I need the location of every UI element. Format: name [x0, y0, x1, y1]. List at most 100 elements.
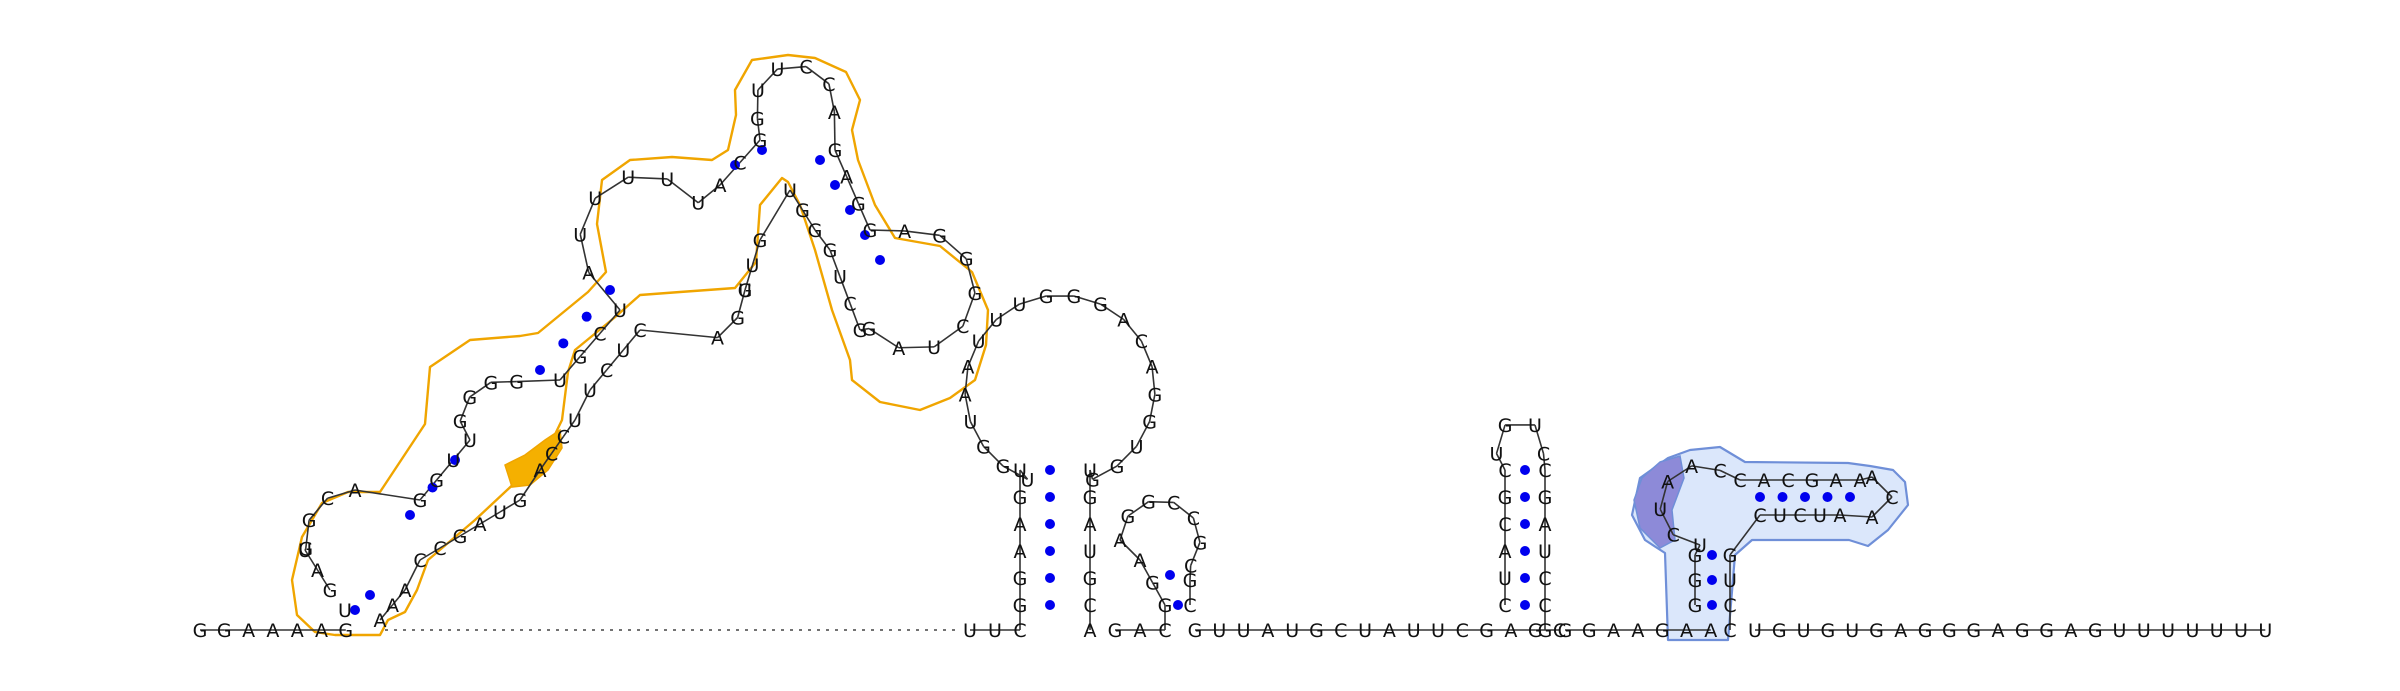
five-prime-tail-nucleotide: A: [315, 620, 328, 642]
hairpin-1-backbone-link: [1019, 295, 1047, 305]
hairpin-1-pair-dot: [1045, 600, 1055, 610]
hairpin-1-nucleotide: G: [1083, 487, 1098, 509]
hairpin-1-pair-dot: [1045, 573, 1055, 583]
orange-domain-backbone-link: [697, 184, 721, 204]
orange-domain-nucleotide: G: [453, 526, 468, 548]
orange-domain-backbone-link: [628, 176, 668, 180]
spacer-nucleotide: G: [1558, 620, 1573, 642]
hairpin-1-nucleotide: U: [1021, 469, 1035, 491]
orange-domain-backbone-link: [519, 469, 541, 501]
linker-nucleotide: U: [1285, 620, 1299, 642]
blue-domain-backbone-link: [1672, 533, 1701, 546]
spacer-nucleotide: A: [1631, 620, 1644, 642]
hairpin-1-backbone-link: [1151, 366, 1156, 395]
orange-helix-pair-dot: [405, 510, 415, 520]
orange-domain-backbone-link: [814, 229, 831, 251]
orange-domain-nucleotide: U: [493, 502, 507, 524]
orange-domain-backbone-link: [304, 549, 319, 571]
orange-domain-nucleotide: G: [959, 249, 974, 271]
orange-domain-outline: [290, 53, 990, 637]
orange-domain-nucleotide: U: [616, 340, 630, 362]
blue-domain-nucleotide: C: [1713, 460, 1726, 482]
hairpin-1-backbone-link: [977, 319, 997, 342]
orange-domain-backbone-link: [965, 258, 976, 294]
orange-domain-backbone-link: [849, 303, 861, 331]
orange-domain-nucleotide: G: [795, 200, 810, 222]
hairpin-1-nucleotide: G: [996, 456, 1011, 478]
orange-domain-backbone-link: [354, 489, 421, 501]
blue-domain-nucleotide: G: [1805, 470, 1820, 492]
three-prime-tail-nucleotide: U: [1845, 620, 1859, 642]
orange-domain-nucleotide: A: [399, 580, 412, 602]
orange-domain-nucleotide: A: [898, 221, 911, 243]
blue-domain-nucleotide: A: [1866, 507, 1879, 529]
hairpin-3-nucleotide: C: [1537, 444, 1550, 466]
blue-domain-nucleotide: A: [1866, 467, 1879, 489]
hairpin-1-backbone-link: [964, 366, 969, 395]
blue-helix-pair-dot: [1845, 492, 1855, 502]
orange-domain-nucleotide: U: [446, 450, 460, 472]
blue-domain-nucleotide: C: [1753, 505, 1766, 527]
three-prime-tail-nucleotide: G: [2039, 620, 2054, 642]
orange-helix-pair-dot: [350, 605, 360, 615]
blue-domain-nucleotide: U: [1693, 535, 1707, 557]
hairpin-3-nucleotide: G: [1538, 620, 1553, 642]
orange-domain-backbone-link: [479, 511, 501, 525]
orange-domain-backbone-link: [845, 176, 860, 204]
orange-domain-nucleotide: G: [738, 280, 753, 302]
hairpin-2-backbone-link: [1119, 539, 1141, 561]
hairpin-2-nucleotide: C: [1184, 556, 1197, 578]
hairpin-1-nucleotide: G: [1148, 384, 1163, 406]
orange-domain-backbone-link: [859, 327, 870, 331]
orange-domain-backbone-link: [439, 535, 461, 549]
hairpin-2-nucleotide: G: [1141, 492, 1156, 514]
hairpin-1-backbone-link: [967, 340, 980, 367]
orange-domain-backbone-link: [898, 346, 935, 349]
hairpin-3-backbone-link: [1534, 424, 1545, 454]
orange-domain-nucleotide: A: [349, 480, 362, 502]
hairpin-3-pair-dot: [1520, 546, 1530, 556]
orange-domain-nucleotide: C: [433, 538, 446, 560]
hairpin-3-nucleotide: G: [1498, 415, 1513, 437]
orange-domain-backbone-link: [539, 452, 553, 471]
blue-domain-nucleotide: A: [1758, 470, 1771, 492]
hairpin-1-nucleotide: G: [1083, 568, 1098, 590]
three-prime-tail-nucleotide: G: [1772, 620, 1787, 642]
orange-domain-nucleotide: U: [588, 188, 602, 210]
blue-domain-backbone-link: [1694, 544, 1701, 556]
three-prime-tail-nucleotide: A: [1894, 620, 1907, 642]
orange-domain-nucleotide: G: [753, 230, 768, 252]
hairpin-3-backbone-link: [1542, 453, 1546, 471]
hairpin-2-nucleotide: A: [1114, 530, 1127, 552]
orange-domain-nucleotide: C: [799, 57, 812, 79]
hairpin-3-pair-dot: [1520, 465, 1530, 475]
hairpin-3-nucleotide: G: [1538, 487, 1553, 509]
orange-domain-nucleotide: U: [927, 337, 941, 359]
hairpin-3-nucleotide: C: [1498, 460, 1511, 482]
hairpin-3-nucleotide: U: [1538, 541, 1552, 563]
hairpin-1-nucleotide: G: [1085, 469, 1100, 491]
orange-domain-backbone-link: [666, 178, 699, 204]
orange-domain-backbone-link: [516, 379, 561, 383]
three-prime-tail-nucleotide: G: [2015, 620, 2030, 642]
blue-domain-nucleotide: U: [1653, 499, 1667, 521]
hairpin-1-nucleotide: U: [963, 412, 977, 434]
orange-domain-backbone-link: [588, 271, 621, 311]
orange-domain-backbone-link: [589, 369, 608, 391]
linker-nucleotide: U: [1237, 620, 1251, 642]
orange-domain-backbone-link: [757, 68, 779, 91]
hairpin-1-nucleotide: A: [1146, 357, 1159, 379]
hairpin-2-backbone-link: [1127, 501, 1149, 517]
orange-domain-backbone-link: [551, 436, 564, 454]
hairpin-2-nucleotide: G: [1121, 506, 1136, 528]
hairpin-3-pair-dot: [1520, 492, 1530, 502]
hairpin-1-nucleotide: U: [1083, 460, 1097, 482]
orange-domain-backbone-link: [789, 189, 804, 211]
hairpin-1-nucleotide: G: [1067, 286, 1082, 308]
three-prime-tail-nucleotide: U: [2161, 620, 2175, 642]
orange-domain-nucleotide: A: [711, 328, 724, 350]
orange-domain-backbone-link: [316, 569, 331, 591]
hairpin-1-nucleotide: A: [1084, 514, 1097, 536]
blue-domain-nucleotide: C: [1885, 487, 1898, 509]
orange-domain-nucleotide: U: [553, 370, 567, 392]
